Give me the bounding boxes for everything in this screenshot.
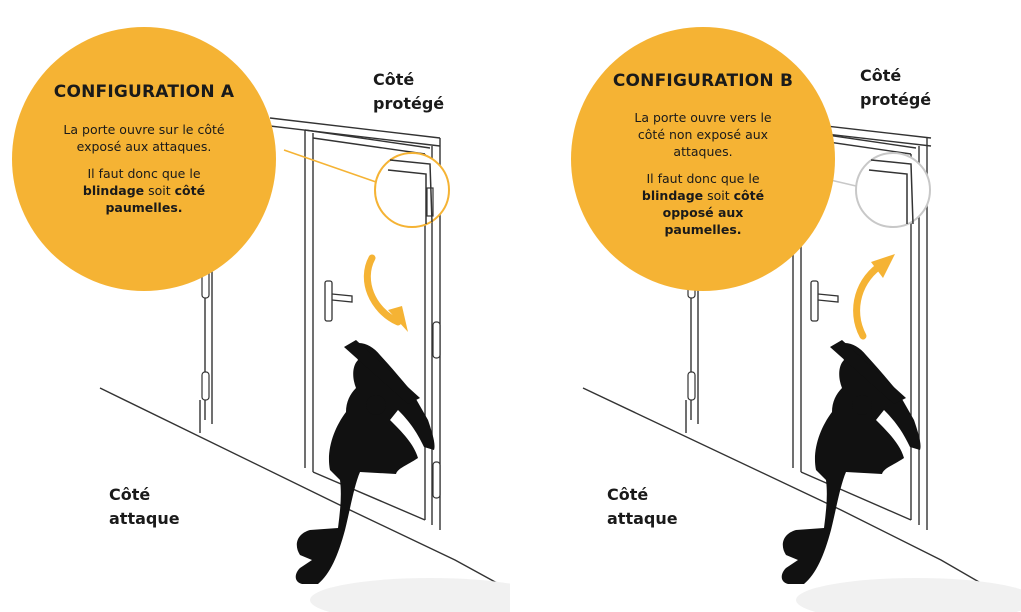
door-handle-b	[810, 280, 839, 322]
attack-side-label-b: Côté attaque	[607, 485, 678, 528]
configuration-a-line2: Il faut donc que le blindage soit côté p…	[82, 166, 206, 215]
configuration-b-line2: Il faut donc que le blindage soit côté o…	[641, 171, 765, 237]
configuration-b-title: CONFIGURATION B	[612, 71, 794, 91]
configuration-b-panel: CONFIGURATION B La porte ouvre vers le c…	[511, 0, 1021, 612]
burglar-silhouette-a	[295, 340, 435, 584]
zoom-circle-a	[283, 149, 450, 228]
configuration-b-bubble: CONFIGURATION B La porte ouvre vers le c…	[571, 27, 835, 291]
curved-arrow-down-right-icon	[363, 254, 408, 332]
configuration-b-description: La porte ouvre vers le côté non exposé a…	[623, 109, 783, 248]
configuration-b-line1: La porte ouvre vers le côté non exposé a…	[634, 110, 772, 159]
protected-side-label-a: Côté protégé	[373, 70, 445, 113]
attack-side-label-a: Côté attaque	[109, 485, 180, 528]
configuration-a-description: La porte ouvre sur le côté exposé aux at…	[56, 121, 232, 226]
configuration-a-title: CONFIGURATION A	[53, 82, 235, 102]
configuration-a-panel: CONFIGURATION A La porte ouvre sur le cô…	[0, 0, 510, 612]
curved-arrow-up-right-icon	[853, 254, 895, 340]
protected-side-label-b: Côté protégé	[860, 66, 932, 109]
configuration-a-line1: La porte ouvre sur le côté exposé aux at…	[63, 122, 225, 154]
door-handle-a	[324, 280, 353, 322]
burglar-silhouette-b	[781, 340, 921, 584]
configuration-a-bubble: CONFIGURATION A La porte ouvre sur le cô…	[12, 27, 276, 291]
hinges-a	[201, 269, 441, 499]
